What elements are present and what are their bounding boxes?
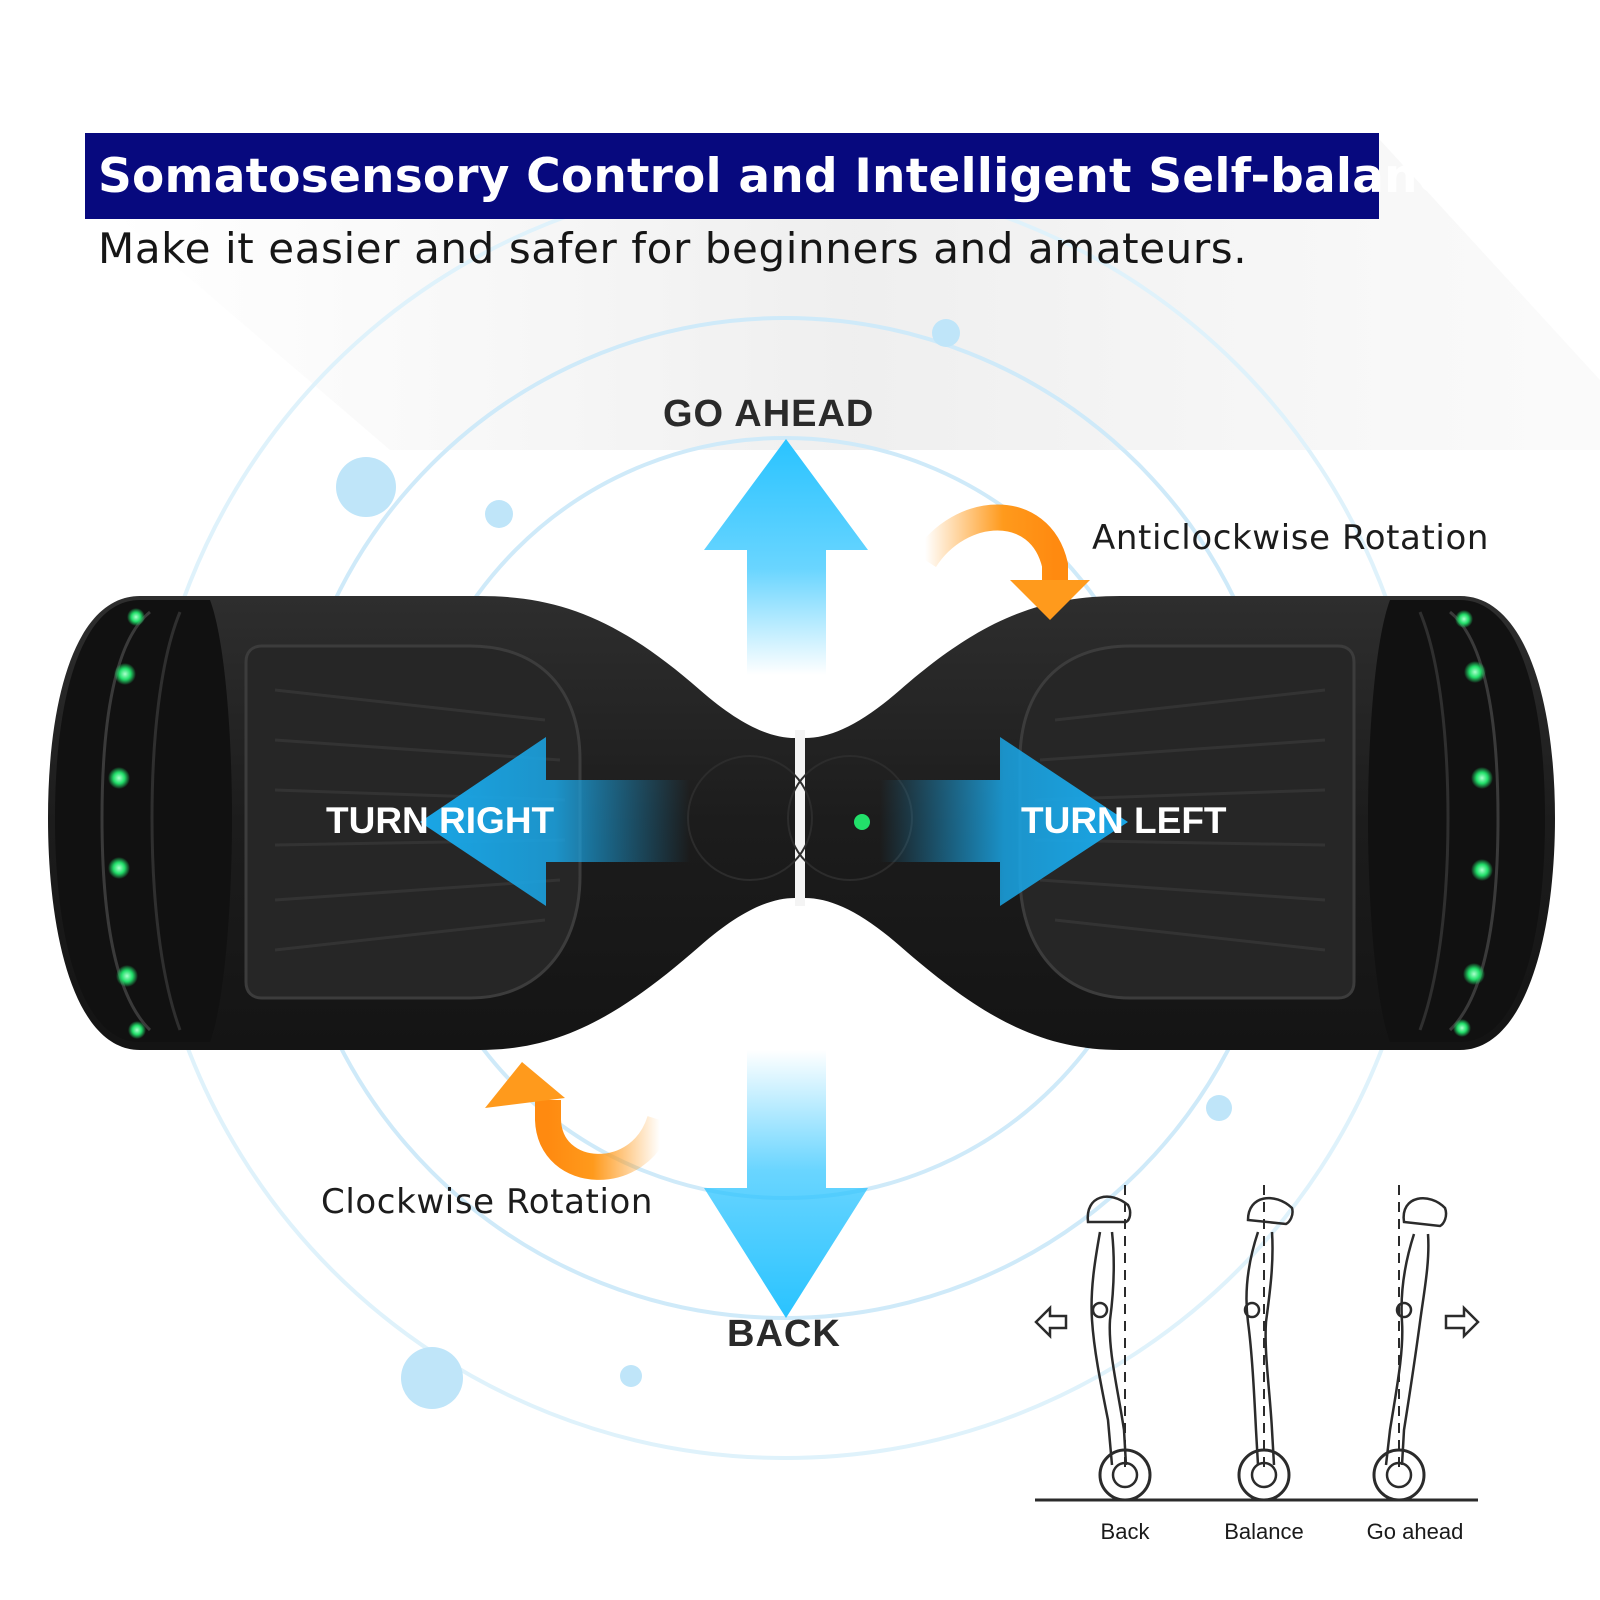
body-outline — [1400, 1233, 1430, 1466]
wheel-hub — [1385, 1461, 1413, 1489]
led — [127, 608, 145, 626]
turn-left-label: TURN LEFT — [1021, 800, 1227, 841]
anticlockwise-rotation-label: Anticlockwise Rotation — [1092, 518, 1489, 558]
body-outline — [1245, 1231, 1260, 1466]
bubbles — [336, 319, 1232, 1409]
led — [1471, 767, 1493, 789]
led — [1463, 963, 1485, 985]
bubble — [1206, 1095, 1232, 1121]
wheel — [1372, 1448, 1426, 1502]
title-banner: Somatosensory Control and Intelligent Se… — [85, 133, 1530, 219]
anticlockwise-rotation-arrow — [914, 504, 1090, 620]
led — [116, 965, 138, 987]
clockwise-rotation-arrow — [485, 1062, 673, 1180]
wheel-hub — [1111, 1461, 1139, 1489]
bubble — [932, 319, 960, 347]
clockwise-rotation-label: Clockwise Rotation — [321, 1182, 654, 1222]
turn-right-label: TURN RIGHT — [326, 800, 555, 841]
body-outline — [1384, 1233, 1416, 1466]
status-light — [854, 814, 870, 830]
turn-left-arrow — [880, 737, 1128, 906]
led — [128, 1021, 146, 1039]
rider-balance — [1237, 1185, 1294, 1502]
go-ahead-label: GO AHEAD — [663, 393, 875, 435]
arrow-left-icon — [1034, 1304, 1068, 1340]
posture-label-balance: Balance — [1224, 1519, 1304, 1544]
back-label: BACK — [727, 1313, 841, 1355]
rider-back — [1086, 1185, 1152, 1502]
left-wheel-rim-inner — [150, 611, 182, 1031]
arrow-right-icon — [1444, 1304, 1480, 1340]
back-arrow — [704, 1050, 868, 1318]
led — [1455, 610, 1473, 628]
helmet — [1246, 1196, 1294, 1226]
hoverboard — [48, 596, 1555, 1050]
led — [1471, 859, 1493, 881]
go-ahead-arrow — [704, 439, 868, 675]
bubble — [401, 1347, 463, 1409]
right-foot-pad — [1018, 644, 1356, 1000]
body-outline — [1090, 1231, 1114, 1466]
left-leds — [108, 608, 146, 1039]
right-wheel-housing — [1368, 600, 1545, 1042]
body-outline — [1108, 1231, 1128, 1466]
center-gap — [795, 730, 805, 906]
knee-joint — [1395, 1301, 1413, 1319]
bubble — [336, 457, 396, 517]
bubble — [485, 500, 513, 528]
turn-right-arrow — [420, 737, 690, 906]
wheel-hub — [1250, 1461, 1278, 1489]
posture-label-go-ahead: Go ahead — [1366, 1519, 1464, 1544]
led — [1453, 1019, 1471, 1037]
body-outline — [1264, 1231, 1276, 1466]
posture-diagram — [1034, 1185, 1480, 1502]
right-wheel-rim — [1448, 610, 1500, 1032]
wheel — [1098, 1448, 1152, 1502]
helmet — [1402, 1197, 1448, 1228]
led — [108, 767, 130, 789]
knee-joint — [1243, 1301, 1261, 1319]
bubble — [620, 1365, 642, 1387]
knee-joint — [1091, 1301, 1109, 1319]
posture-label-back: Back — [1100, 1519, 1150, 1544]
led — [1464, 661, 1486, 683]
left-wheel-rim — [100, 610, 152, 1032]
led — [108, 857, 130, 879]
wheel — [1237, 1448, 1291, 1502]
right-wheel-rim-inner — [1418, 611, 1450, 1031]
page-subtitle: Make it easier and safer for beginners a… — [98, 224, 1248, 273]
right-leds — [1453, 610, 1493, 1037]
left-wheel-housing — [55, 600, 232, 1042]
led — [114, 663, 136, 685]
page-title: Somatosensory Control and Intelligent Se… — [98, 148, 1530, 204]
helmet — [1086, 1195, 1132, 1224]
rider-go-ahead — [1372, 1185, 1448, 1502]
left-foot-pad — [244, 644, 582, 1000]
